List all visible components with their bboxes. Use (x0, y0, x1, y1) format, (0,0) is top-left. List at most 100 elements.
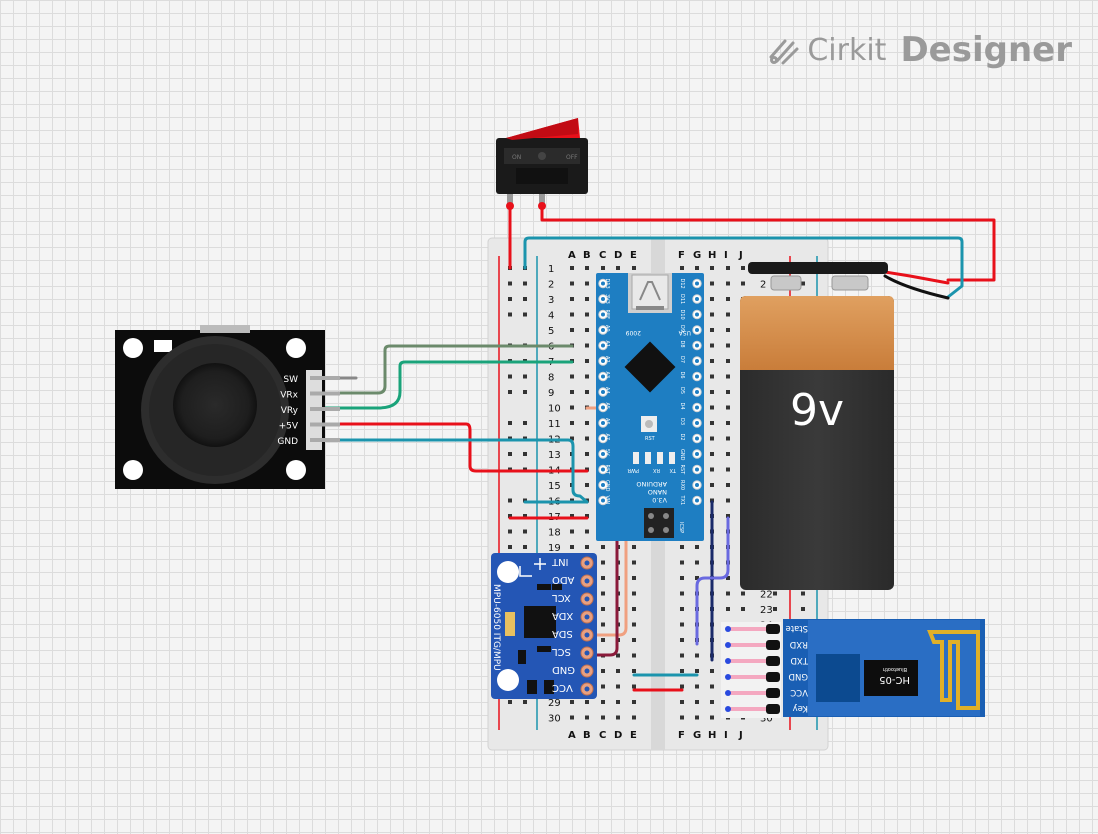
hc05-pin-label: State (786, 623, 809, 633)
hc05-pin[interactable] (728, 707, 778, 711)
column-label: J (738, 730, 743, 741)
row-number-left: 3 (548, 295, 554, 306)
brand-name-light: Cirkit (807, 32, 887, 68)
arduino-pin-headers: D133V3REFA0A1A2A3A4A5A6A75VRSTGNDVIND12D… (598, 279, 702, 506)
hc05-pin[interactable] (728, 659, 778, 663)
row-number-left: 1 (548, 264, 554, 275)
wire-joystick-5v (318, 422, 589, 473)
column-label: A (568, 250, 576, 261)
arduino-pin-label-right: D2 (679, 434, 685, 441)
mpu6050-module[interactable]: MPU-6050 ITG/MPU INTADOXCLXDASDASCLGNDVC… (491, 553, 597, 699)
wire-joystick-vry (318, 360, 574, 410)
cirkit-logo-icon (769, 39, 799, 65)
arduino-tx-label: TX (669, 467, 677, 473)
arduino-pin-label-left: RST (604, 465, 610, 476)
column-label: A (568, 730, 576, 741)
row-number-right: 2 (760, 280, 766, 291)
hc05-pin-label: VCC (790, 687, 808, 697)
row-number-left: 15 (548, 481, 561, 492)
mpu-pin-label: INT (551, 556, 568, 567)
hc05-pin[interactable] (728, 691, 778, 695)
arduino-pin-label-left: REF (604, 310, 610, 320)
arduino-pin-label-right: RST (679, 465, 685, 476)
hc05-pin-label: RXD (789, 639, 808, 649)
row-number-left: 30 (548, 714, 561, 725)
row-number-left: 2 (548, 280, 554, 291)
wire-joystick-vrx (318, 344, 574, 395)
column-label: C (599, 730, 606, 741)
row-number-left: 8 (548, 373, 554, 384)
mpu-pin-label: GND (552, 664, 575, 675)
arduino-pin-label-left: A3 (604, 372, 610, 379)
joystick-pin-label: GND (277, 437, 298, 447)
hc05-sub: Bluetooth (883, 666, 907, 672)
row-number-right: 30 (760, 714, 773, 725)
arduino-pin-label-right: D6 (679, 372, 685, 379)
switch-on-label: ON (512, 154, 521, 161)
column-label: I (724, 250, 728, 261)
row-number-right: 22 (760, 590, 773, 601)
joystick-pin[interactable] (310, 438, 340, 442)
wire-bt-tx (695, 516, 730, 646)
arduino-pin-label-right: D9 (679, 325, 685, 332)
mpu-pin-label: XDA (552, 610, 573, 621)
hc05-pin[interactable] (728, 643, 778, 647)
arduino-pin-label-right: D8 (679, 341, 685, 348)
column-label: J (738, 250, 743, 261)
wire-ground-loop (523, 236, 964, 299)
arduino-pin-label-right: D7 (679, 356, 685, 363)
column-label: F (678, 730, 685, 741)
switch-off-label: OFF (566, 154, 578, 161)
arduino-model-line2: NANO (648, 488, 667, 496)
column-label: E (630, 730, 637, 741)
wire-switch-to-battery (540, 203, 996, 282)
row-number-left: 11 (548, 419, 561, 430)
column-label: G (693, 730, 701, 741)
mpu-title: MPU-6050 ITG/MPU (491, 584, 501, 671)
row-number-left: 10 (548, 404, 561, 415)
rocker-switch[interactable]: ON OFF (496, 118, 588, 210)
row-number-left: 5 (548, 326, 554, 337)
joystick-pin[interactable] (310, 422, 340, 427)
joystick-pin[interactable] (310, 407, 340, 411)
column-label: H (708, 250, 716, 261)
row-number-right: 23 (760, 605, 773, 616)
joystick-pin-label: SW (283, 375, 298, 385)
hc05-pin[interactable] (728, 627, 778, 631)
column-label: D (614, 730, 622, 741)
joystick-pin[interactable] (310, 391, 340, 396)
arduino-pin-label-left: A2 (604, 356, 610, 363)
mpu-pin-label: ADO (552, 574, 575, 585)
column-label: F (678, 250, 685, 261)
arduino-pin-label-left: A4 (604, 387, 610, 394)
arduino-nano[interactable]: RST PWR RX TX V3.0 NANO ARDUINO 2009 USA… (596, 273, 704, 541)
arduino-icsp-label: ICSP (678, 522, 684, 533)
arduino-pwr-label: PWR (627, 467, 639, 473)
arduino-pin-label-right: D12 (679, 279, 685, 289)
arduino-pin-label-left: A5 (604, 403, 610, 410)
joystick-pin[interactable] (310, 376, 340, 380)
joystick-pin-label: VRx (280, 391, 298, 401)
arduino-pin-label-right: D3 (679, 418, 685, 425)
hc05-pin[interactable] (728, 675, 778, 679)
hc05-pin-label: TXD (790, 655, 809, 665)
mpu-pin-label: XCL (552, 592, 571, 603)
battery-9v[interactable]: 9v (740, 262, 894, 590)
column-label: G (693, 250, 701, 261)
arduino-pin-label-right: RX0 (679, 480, 685, 490)
arduino-pin-label-right: TX1 (679, 495, 685, 506)
arduino-pin-label-right: D4 (679, 403, 685, 410)
row-number-left: 13 (548, 450, 561, 461)
arduino-pin-label-left: GND (604, 480, 610, 492)
arduino-year: 2009 (626, 329, 641, 336)
row-number-left: 4 (548, 311, 554, 322)
brand-logo: Cirkit Designer (767, 26, 1072, 74)
row-number-left: 19 (548, 543, 561, 554)
